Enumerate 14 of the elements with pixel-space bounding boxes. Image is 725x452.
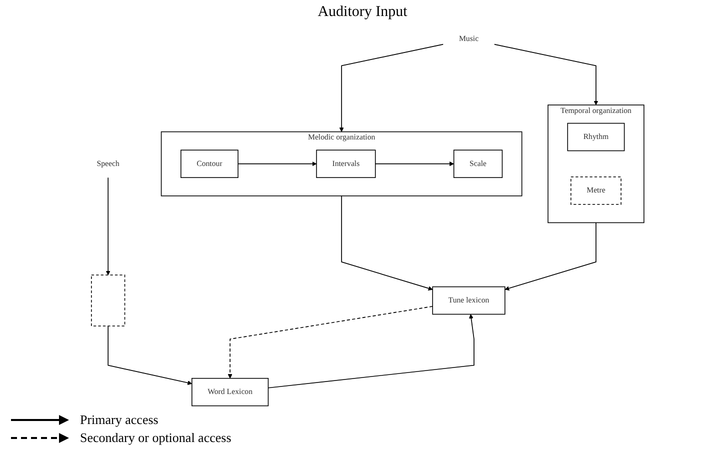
arrow xyxy=(268,314,474,388)
arrow xyxy=(228,306,434,379)
arrow xyxy=(341,195,433,291)
arrow xyxy=(504,222,596,291)
arrow xyxy=(374,162,454,166)
arrow xyxy=(238,162,317,166)
arrow xyxy=(339,44,444,132)
legend-text: Secondary or optional access xyxy=(80,430,232,446)
legend-text: Primary access xyxy=(80,412,158,428)
diagram-title: Auditory Input xyxy=(318,4,408,21)
arrow xyxy=(108,326,192,386)
node-box xyxy=(91,274,126,326)
arrow xyxy=(106,177,110,276)
arrow xyxy=(494,44,598,106)
